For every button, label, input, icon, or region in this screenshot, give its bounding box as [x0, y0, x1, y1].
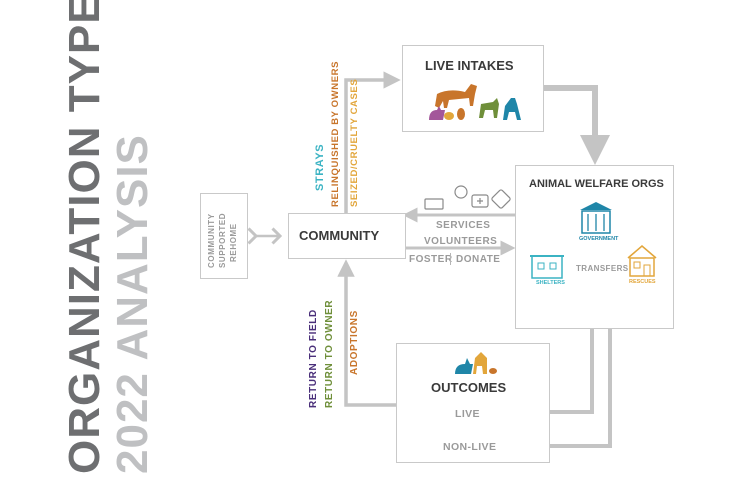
transfers-label: TRANSFERS — [576, 264, 629, 273]
adoptions-label: ADOPTIONS — [349, 310, 360, 375]
goat-icon — [479, 98, 499, 118]
shelters-label: SHELTERS — [536, 280, 565, 286]
outcomes-box: OUTCOMES LIVE NON-LIVE — [396, 343, 550, 463]
animal-welfare-label: ANIMAL WELFARE ORGS — [529, 178, 664, 190]
foster-label: FOSTER — [409, 254, 453, 265]
outcomes-label: OUTCOMES — [431, 380, 507, 395]
horse-icon — [435, 84, 477, 108]
small-pet-icon — [489, 368, 497, 374]
community-to-intakes-arrow — [344, 71, 401, 213]
non-live-outcome-label: NON-LIVE — [443, 441, 497, 453]
live-intakes-label: LIVE INTAKES — [425, 58, 514, 73]
community-label: COMMUNITY — [299, 228, 380, 243]
seized-label: SEIZED/CRUELTY CASES — [349, 78, 360, 207]
rehome-line-2: SUPPORTED — [218, 212, 227, 268]
dog-outcome-icon — [473, 352, 487, 374]
outcome-animals-illustration — [455, 352, 497, 374]
welfare-buildings — [530, 202, 657, 279]
intakes-to-welfare-arrow — [542, 85, 610, 165]
dog-icon — [503, 98, 521, 120]
live-intakes-box: LIVE INTAKES — [402, 45, 544, 132]
cat-icon — [429, 106, 445, 120]
services-label: SERVICES — [436, 220, 491, 231]
community-rehome-box: COMMUNITY SUPPORTED REHOME — [200, 193, 248, 279]
rescues-label: RESCUES — [629, 279, 656, 285]
rabbit-icon — [444, 112, 454, 120]
volunteers-label: VOLUNTEERS — [424, 236, 498, 247]
rehome-line-1: COMMUNITY — [207, 213, 216, 268]
government-icon — [580, 202, 612, 234]
live-outcome-label: LIVE — [455, 408, 480, 420]
return-to-owner-label: RETURN TO OWNER — [324, 299, 335, 408]
rehome-line-3: REHOME — [229, 223, 238, 262]
rescue-icon — [627, 244, 657, 277]
relinquished-label: RELINQUISHED BY OWNERS — [330, 60, 341, 207]
cat-outcome-icon — [455, 358, 473, 374]
return-to-field-label: RETURN TO FIELD — [308, 309, 319, 408]
animal-welfare-box: ANIMAL WELFARE ORGS GOVERNMENT SHELTERS … — [515, 165, 674, 329]
strays-label: STRAYS — [314, 143, 326, 191]
foster-donate-divider — [450, 253, 451, 265]
animals-illustration — [429, 84, 521, 120]
outcomes-to-community-arrow — [337, 259, 396, 407]
community-box: COMMUNITY — [288, 213, 406, 259]
shelter-icon — [530, 255, 564, 279]
rooster-icon — [457, 108, 465, 120]
donate-label: DONATE — [456, 254, 501, 265]
government-label: GOVERNMENT — [579, 236, 619, 242]
